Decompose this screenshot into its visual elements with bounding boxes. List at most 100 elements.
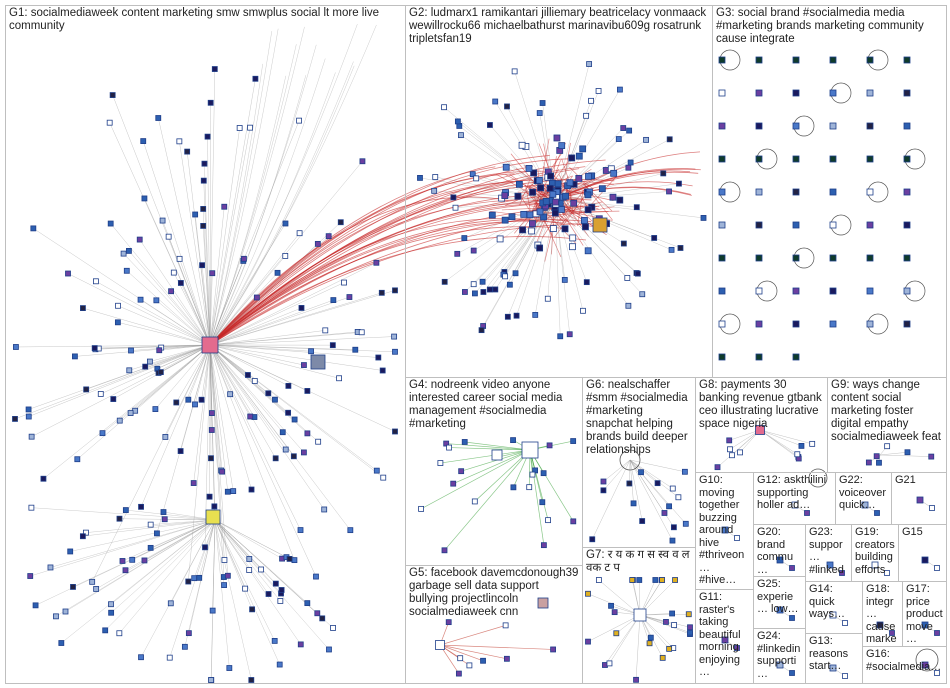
user-node: [904, 449, 911, 456]
user-node: [326, 646, 332, 653]
edge: [209, 195, 524, 346]
user-node: [157, 369, 164, 376]
edge: [759, 429, 813, 445]
edge: [204, 163, 211, 346]
user-node: [83, 386, 90, 393]
edge: [629, 459, 673, 541]
edge: [503, 199, 556, 275]
user-node: [198, 396, 205, 403]
user-node: [629, 577, 636, 583]
edge: [759, 429, 802, 447]
user-node: [91, 345, 98, 351]
user-node: [25, 406, 32, 413]
edge: [209, 344, 289, 387]
user-node: [929, 505, 935, 511]
user-node: [668, 246, 675, 253]
user-node: [470, 247, 477, 254]
isolate-node: [829, 89, 837, 97]
group-label-g4: G4: nodreenk video anyone interested car…: [409, 379, 563, 430]
user-node: [138, 503, 144, 510]
edge: [130, 344, 211, 351]
user-node: [12, 416, 18, 422]
edge: [443, 107, 556, 201]
isolate-node: [792, 56, 800, 64]
edge: [214, 519, 253, 610]
user-node: [714, 464, 721, 471]
edge: [214, 519, 262, 570]
user-node: [28, 504, 35, 511]
edge: [209, 344, 319, 442]
isolate-node: [755, 188, 763, 196]
user-node: [580, 307, 586, 314]
edge: [214, 519, 283, 559]
isolate-node: [792, 320, 800, 328]
user-node: [639, 518, 646, 524]
isolate-node: [718, 89, 726, 97]
user-node: [659, 577, 666, 583]
user-node: [300, 449, 307, 456]
hub-node: [592, 217, 608, 233]
edge: [117, 322, 211, 346]
user-node: [122, 567, 129, 574]
user-node: [450, 480, 457, 487]
isolate-node: [792, 254, 800, 262]
user-node: [546, 442, 553, 449]
user-node: [140, 138, 147, 144]
edge: [629, 459, 675, 528]
isolate-node: [866, 254, 874, 262]
edge: [209, 220, 595, 346]
user-node: [595, 577, 602, 583]
edge: [629, 459, 685, 473]
user-node: [671, 622, 678, 628]
isolate-node: [718, 122, 726, 130]
edge: [82, 519, 216, 537]
edge: [207, 136, 211, 346]
user-node: [842, 673, 848, 679]
edge: [419, 177, 556, 201]
group-panel-g22: G22: voiceover quick…: [835, 472, 892, 525]
group-label-g25: G25: experie… low…: [757, 578, 799, 615]
user-node: [319, 615, 326, 622]
user-node: [47, 564, 54, 571]
user-node: [27, 573, 34, 579]
user-node: [544, 295, 551, 302]
user-node: [301, 362, 307, 368]
edge: [209, 307, 302, 346]
user-node: [207, 99, 214, 106]
user-node: [337, 219, 344, 226]
user-node: [727, 446, 733, 453]
edge: [214, 519, 252, 681]
user-node: [789, 670, 795, 676]
user-node: [219, 468, 226, 475]
user-node: [208, 455, 214, 462]
edge: [209, 344, 396, 353]
user-node: [721, 526, 729, 534]
user-node: [446, 444, 452, 451]
user-node: [526, 484, 533, 491]
isolate-node: [903, 122, 911, 130]
edge: [554, 168, 701, 201]
edge: [179, 258, 211, 346]
user-node: [561, 225, 569, 233]
user-node: [549, 225, 557, 233]
edge: [516, 199, 556, 316]
user-node: [274, 269, 281, 276]
user-node: [116, 417, 123, 424]
group-panel-g5: G5: facebook davemcdonough39 garbage sel…: [405, 565, 583, 684]
edge: [15, 344, 211, 348]
user-node: [525, 164, 533, 172]
isolate-node: [718, 155, 726, 163]
user-node: [584, 247, 592, 255]
user-node: [156, 347, 163, 354]
user-node: [208, 427, 215, 433]
group-panel-g18: G18: integr… cause marke…: [862, 581, 903, 647]
edge: [209, 332, 362, 346]
user-node: [190, 480, 197, 486]
edge: [209, 282, 345, 346]
user-node: [126, 367, 133, 374]
group-label-g23: G23: suppor… #linked… #covid…: [809, 526, 844, 582]
user-node: [392, 287, 398, 294]
edge: [554, 63, 590, 201]
user-node: [272, 455, 279, 462]
edge: [212, 519, 216, 611]
